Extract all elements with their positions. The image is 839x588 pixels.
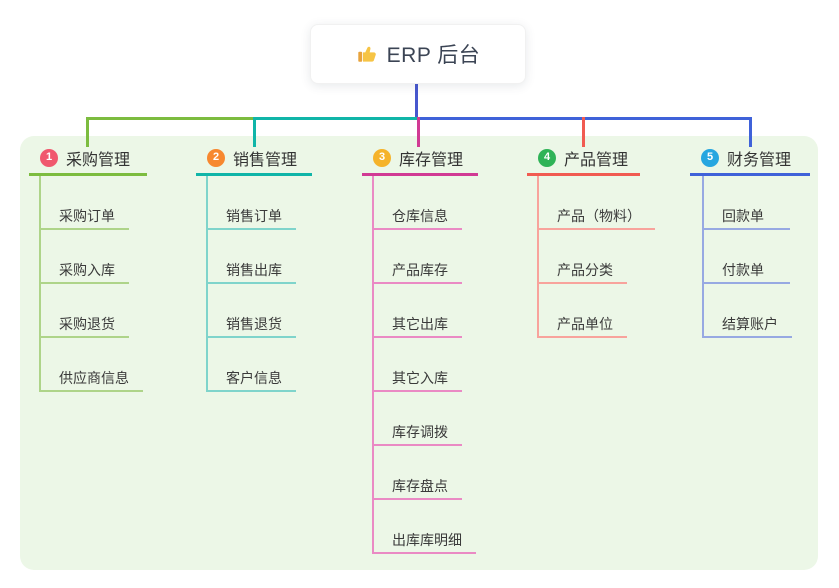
- branch-inventory: 3 库存管理 仓库信息 产品库存 其它出库 其它入库 库存调拨 库存盘点 出库库…: [362, 142, 478, 554]
- connector-branch-1-drop: [86, 117, 89, 147]
- child-node[interactable]: 销售退货: [208, 284, 296, 338]
- child-node[interactable]: 其它入库: [374, 338, 462, 392]
- branch-title: 库存管理: [399, 151, 464, 169]
- branch-title: 财务管理: [727, 151, 792, 169]
- branch-number-badge: 1: [40, 148, 58, 167]
- child-node[interactable]: 供应商信息: [41, 338, 143, 392]
- branch-purchase-header[interactable]: 1 采购管理: [29, 142, 147, 176]
- branch-purchase-children: 采购订单 采购入库 采购退货 供应商信息: [39, 176, 147, 392]
- branch-product-header[interactable]: 4 产品管理: [527, 142, 640, 176]
- child-node[interactable]: 库存调拨: [374, 392, 462, 446]
- branch-group-panel: 1 采购管理 采购订单 采购入库 采购退货 供应商信息 2 销售管理 销售订单 …: [20, 136, 818, 570]
- child-node[interactable]: 出库库明细: [374, 500, 476, 554]
- child-node[interactable]: 回款单: [704, 176, 790, 230]
- child-node[interactable]: 客户信息: [208, 338, 296, 392]
- child-node[interactable]: 采购退货: [41, 284, 129, 338]
- root-node-title: ERP 后台: [386, 44, 481, 67]
- branch-sales: 2 销售管理 销售订单 销售出库 销售退货 客户信息: [196, 142, 312, 392]
- child-node[interactable]: 产品（物料）: [539, 176, 655, 230]
- branch-finance-header[interactable]: 5 财务管理: [690, 142, 810, 176]
- branch-sales-children: 销售订单 销售出库 销售退货 客户信息: [206, 176, 312, 392]
- branch-title: 销售管理: [233, 151, 298, 169]
- connector-branch-1-horizontal: [87, 117, 255, 120]
- branch-product-children: 产品（物料） 产品分类 产品单位: [537, 176, 655, 338]
- branch-inventory-header[interactable]: 3 库存管理: [362, 142, 478, 176]
- connector-branch-3-drop: [417, 117, 420, 147]
- branch-number-badge: 5: [701, 148, 719, 167]
- root-node[interactable]: ERP 后台: [310, 24, 526, 84]
- branch-product: 4 产品管理 产品（物料） 产品分类 产品单位: [527, 142, 655, 338]
- branch-number-badge: 2: [207, 148, 225, 167]
- child-node[interactable]: 库存盘点: [374, 446, 462, 500]
- branch-finance: 5 财务管理 回款单 付款单 结算账户: [690, 142, 810, 338]
- branch-title: 采购管理: [66, 151, 131, 169]
- child-node[interactable]: 销售订单: [208, 176, 296, 230]
- branch-number-badge: 3: [373, 148, 391, 167]
- child-node[interactable]: 其它出库: [374, 284, 462, 338]
- connector-root-vertical: [415, 82, 418, 120]
- thumbs-up-icon: [356, 43, 378, 65]
- child-node[interactable]: 产品单位: [539, 284, 627, 338]
- branch-number-badge: 4: [538, 148, 556, 167]
- connector-branch-4-drop: [582, 117, 585, 147]
- child-node[interactable]: 产品分类: [539, 230, 627, 284]
- connector-branch-2-drop: [253, 117, 256, 147]
- branch-finance-children: 回款单 付款单 结算账户: [702, 176, 810, 338]
- connector-branch-2-horizontal: [254, 117, 418, 120]
- child-node[interactable]: 销售出库: [208, 230, 296, 284]
- child-node[interactable]: 采购入库: [41, 230, 129, 284]
- child-node[interactable]: 付款单: [704, 230, 790, 284]
- branch-title: 产品管理: [564, 151, 629, 169]
- branch-inventory-children: 仓库信息 产品库存 其它出库 其它入库 库存调拨 库存盘点 出库库明细: [372, 176, 478, 554]
- connector-branch-5-drop: [749, 117, 752, 147]
- branch-sales-header[interactable]: 2 销售管理: [196, 142, 312, 176]
- child-node[interactable]: 产品库存: [374, 230, 462, 284]
- branch-purchase: 1 采购管理 采购订单 采购入库 采购退货 供应商信息: [29, 142, 147, 392]
- child-node[interactable]: 结算账户: [704, 284, 792, 338]
- child-node[interactable]: 采购订单: [41, 176, 129, 230]
- child-node[interactable]: 仓库信息: [374, 176, 462, 230]
